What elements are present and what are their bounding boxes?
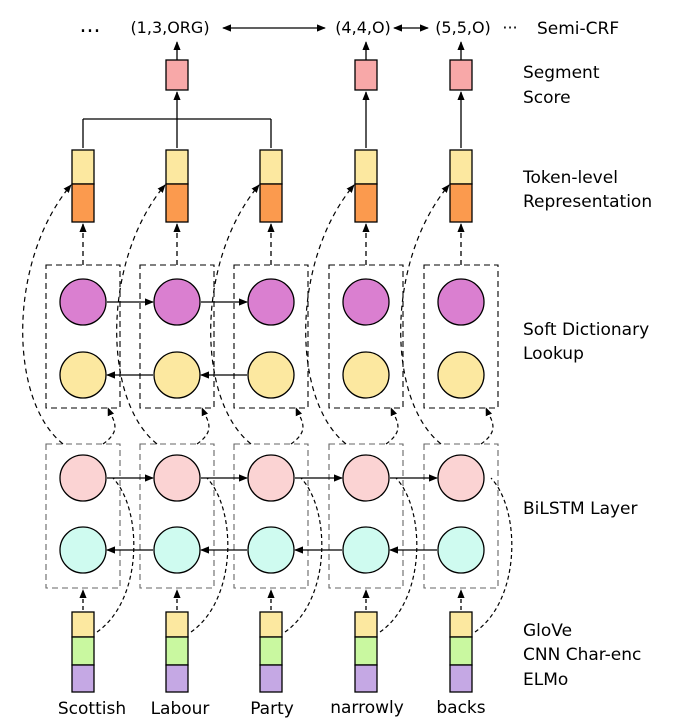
embedding-skip-connection bbox=[379, 477, 418, 633]
dictionary-node-bottom bbox=[153, 351, 201, 399]
embedding-elmo bbox=[354, 664, 378, 693]
embedding-elmo bbox=[259, 664, 283, 693]
embedding-glove bbox=[259, 611, 283, 638]
token-repr-top bbox=[165, 149, 189, 185]
word-label: Scottish bbox=[58, 699, 126, 719]
embedding-elmo bbox=[449, 664, 473, 693]
dictionary-node-top bbox=[153, 278, 201, 326]
dictionary-node-bottom bbox=[342, 351, 390, 399]
bilstm-group-box bbox=[328, 443, 404, 589]
embedding-elmo bbox=[71, 664, 95, 693]
lstm-backward-node bbox=[59, 526, 107, 574]
bilstm-to-dictionary-connection bbox=[102, 407, 116, 445]
dictionary-group-box bbox=[423, 264, 499, 409]
embedding-glove bbox=[354, 611, 378, 638]
word-label: Party bbox=[250, 699, 294, 719]
lstm-backward-node bbox=[247, 526, 295, 574]
bilstm-to-dictionary-connection bbox=[385, 407, 399, 445]
dictionary-group-box bbox=[328, 264, 404, 409]
word-label: backs bbox=[436, 698, 485, 718]
layer-label-bilstm: BiLSTM Layer bbox=[523, 499, 638, 519]
token-repr-bottom bbox=[165, 183, 189, 223]
lstm-forward-node bbox=[437, 454, 485, 502]
dictionary-node-bottom bbox=[59, 351, 107, 399]
embedding-elmo bbox=[165, 664, 189, 693]
bilstm-group-box bbox=[139, 443, 215, 589]
segment-score-box bbox=[449, 59, 473, 91]
layer-label-token-level: Token-level Representation bbox=[522, 168, 652, 212]
token-repr-top bbox=[71, 149, 95, 185]
dictionary-node-top bbox=[247, 278, 295, 326]
embedding-cnn-char bbox=[165, 636, 189, 666]
bilstm-to-token-connection bbox=[210, 184, 260, 445]
dictionary-node-top bbox=[342, 278, 390, 326]
lstm-forward-node bbox=[342, 454, 390, 502]
embedding-skip-connection bbox=[474, 477, 513, 633]
layer-label-soft-dictionary: Soft Dictionary Lookup bbox=[523, 320, 655, 364]
lstm-forward-node bbox=[59, 454, 107, 502]
bilstm-to-dictionary-connection bbox=[196, 407, 210, 445]
embedding-skip-connection bbox=[96, 477, 135, 633]
embedding-cnn-char bbox=[71, 636, 95, 666]
segment-label-4-4-o: (4,4,O) bbox=[335, 18, 391, 37]
word-label: Labour bbox=[151, 699, 210, 719]
bilstm-group-box bbox=[423, 443, 499, 589]
embedding-cnn-char bbox=[354, 636, 378, 666]
segment-label-1-3-org: (1,3,ORG) bbox=[130, 18, 209, 37]
segment-label-5-5-o: (5,5,O) bbox=[435, 18, 491, 37]
dictionary-node-top bbox=[437, 278, 485, 326]
token-repr-top bbox=[354, 149, 378, 185]
bilstm-to-token-connection bbox=[305, 184, 355, 445]
lstm-backward-node bbox=[342, 526, 390, 574]
bilstm-to-dictionary-connection bbox=[290, 407, 304, 445]
bilstm-to-token-connection bbox=[116, 184, 166, 445]
token-repr-top bbox=[449, 149, 473, 185]
dictionary-group-box bbox=[233, 264, 309, 409]
lstm-forward-node bbox=[247, 454, 295, 502]
ellipsis-right: ··· bbox=[502, 18, 517, 37]
bilstm-to-token-connection bbox=[400, 184, 450, 445]
bilstm-group-box bbox=[45, 443, 121, 589]
word-label: narrowly bbox=[330, 698, 404, 718]
layer-label-segment-score: Segment Score bbox=[523, 63, 605, 108]
segment-score-box bbox=[165, 59, 189, 91]
dictionary-node-bottom bbox=[247, 351, 295, 399]
embedding-skip-connection bbox=[190, 477, 229, 633]
lstm-forward-node bbox=[153, 454, 201, 502]
embedding-glove bbox=[165, 611, 189, 638]
embedding-skip-connection bbox=[284, 477, 323, 633]
bilstm-group-box bbox=[233, 443, 309, 589]
ellipsis-left: ... bbox=[80, 13, 101, 38]
dictionary-group-box bbox=[139, 264, 215, 409]
embedding-glove bbox=[449, 611, 473, 638]
token-repr-top bbox=[259, 149, 283, 185]
layer-label-embeddings: GloVe CNN Char-enc ELMo bbox=[523, 621, 647, 690]
dictionary-node-top bbox=[59, 278, 107, 326]
embedding-cnn-char bbox=[259, 636, 283, 666]
bilstm-to-token-connection bbox=[22, 184, 72, 445]
bilstm-to-dictionary-connection bbox=[480, 407, 494, 445]
token-repr-bottom bbox=[354, 183, 378, 223]
embedding-cnn-char bbox=[449, 636, 473, 666]
diagram-graphics bbox=[22, 41, 513, 693]
token-repr-bottom bbox=[449, 183, 473, 223]
embedding-glove bbox=[71, 611, 95, 638]
segment-score-box bbox=[354, 59, 378, 91]
dictionary-group-box bbox=[45, 264, 121, 409]
layer-label-semi-crf: Semi-CRF bbox=[537, 19, 619, 39]
token-repr-bottom bbox=[259, 183, 283, 223]
token-repr-bottom bbox=[71, 183, 95, 223]
lstm-backward-node bbox=[437, 526, 485, 574]
dictionary-node-bottom bbox=[437, 351, 485, 399]
lstm-backward-node bbox=[153, 526, 201, 574]
